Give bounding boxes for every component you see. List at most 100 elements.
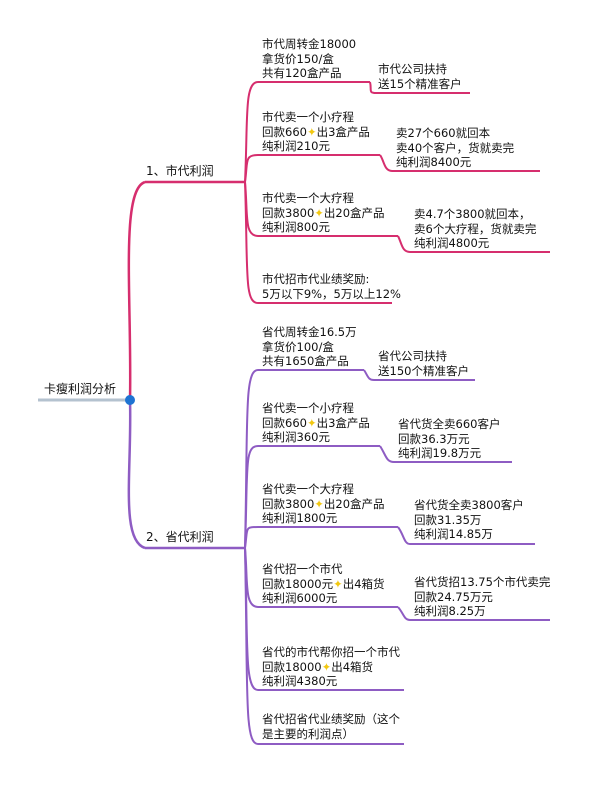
b2-node-5-line-2: 回款18000✦出4箱货	[262, 660, 400, 675]
b2-node-4-note-line-1: 省代货招13.75个市代卖完	[414, 575, 551, 589]
b2-c3-connector	[244, 526, 259, 549]
root-node-dot[interactable]	[125, 395, 135, 405]
b1-node-1-line-1: 市代周转金18000	[262, 37, 357, 51]
b2-node-4-amount: 回款18000元	[262, 576, 334, 591]
b2-node-3-note[interactable]: 省代货全卖3800客户 回款31.35万 纯利润14.85万	[414, 498, 524, 542]
b2-node-3-note-line-2: 回款31.35万	[414, 512, 482, 527]
b2-node-1-note-line-2: 送150个精准客户	[378, 363, 469, 378]
b1-node-2-note-line-2: 卖40个客户，货就卖完	[396, 140, 515, 155]
b2-node-4-note-line-3: 纯利润8.25万	[414, 604, 486, 618]
b2-node-4-line-3: 纯利润6000元	[262, 591, 338, 605]
b1-node-1[interactable]: 市代周转金18000 拿货价150/盒 共有120盒产品	[262, 37, 356, 81]
sparkle-icon: ✦	[306, 124, 317, 139]
b1-node-2-line-3: 纯利润210元	[262, 139, 330, 153]
b2-node-5-line-1: 省代的市代帮你招一个市代	[262, 645, 400, 659]
b2-c2-connector	[244, 445, 259, 549]
b1-node-1-note-line-2: 送15个精准客户	[378, 76, 462, 91]
b2-node-2-note-line-3: 纯利润19.8万元	[398, 446, 482, 460]
b2-node-1[interactable]: 省代周转金16.5万 拿货价100/盒 共有1650盒产品	[262, 325, 357, 369]
b2-node-1-note[interactable]: 省代公司扶持 送150个精准客户	[378, 349, 469, 378]
sparkle-icon: ✦	[321, 659, 332, 674]
b2-node-3-amount: 回款3800	[262, 496, 315, 511]
b1-node-3-line-2: 回款3800✦出20盒产品	[262, 206, 385, 221]
branch-1-connector	[127, 180, 146, 401]
sparkle-icon: ✦	[306, 415, 317, 430]
b2-node-2-line-2: 回款660✦出3盒产品	[262, 416, 370, 431]
b2-node-4-line-2: 回款18000元✦出4箱货	[262, 577, 385, 592]
b2-node-5-line-3: 纯利润4380元	[262, 674, 338, 688]
b1-node-3-note-line-1: 卖4.7个3800就回本，	[414, 207, 531, 221]
b2-node-4-note[interactable]: 省代货招13.75个市代卖完 回款24.75万元 纯利润8.25万	[414, 575, 550, 619]
b2-node-4-line-1: 省代招一个市代	[262, 562, 343, 576]
b1-node-1-line-2: 拿货价150/盒	[262, 51, 334, 66]
b2-node-2-note-line-2: 回款36.3万元	[398, 431, 470, 446]
b2-node-6-line-1: 省代招省代业绩奖励（这个	[262, 712, 400, 726]
b1-node-3[interactable]: 市代卖一个大疗程 回款3800✦出20盒产品 纯利润800元	[262, 191, 385, 235]
b2-node-5-output: 出4箱货	[331, 659, 374, 674]
b2-node-1-note-line-1: 省代公司扶持	[378, 349, 447, 363]
b2-c6-connector	[244, 547, 259, 745]
b1-node-3-line-3: 纯利润800元	[262, 220, 330, 234]
b1-node-1-note[interactable]: 市代公司扶持 送15个精准客户	[378, 62, 462, 91]
b2-node-4-note-line-2: 回款24.75万元	[414, 589, 493, 604]
b1-c3-note-connector	[397, 235, 411, 253]
b2-node-1-line-1: 省代周转金16.5万	[262, 325, 357, 339]
b1-node-4-line-1: 市代招市代业绩奖励:	[262, 272, 370, 286]
b1-node-1-note-line-1: 市代公司扶持	[378, 62, 447, 76]
b2-c4-note-connector	[397, 606, 411, 621]
sparkle-icon: ✦	[314, 496, 324, 511]
b2-c1-connector	[244, 369, 259, 549]
b1-node-3-line-1: 市代卖一个大疗程	[262, 191, 354, 205]
b1-c2-note-connector	[379, 154, 393, 172]
b2-node-6[interactable]: 省代招省代业绩奖励（这个 是主要的利润点）	[262, 712, 400, 741]
sparkle-icon: ✦	[314, 205, 324, 220]
b2-node-6-line-2: 是主要的利润点）	[262, 726, 354, 741]
b2-node-3[interactable]: 省代卖一个大疗程 回款3800✦出20盒产品 纯利润1800元	[262, 482, 385, 526]
b1-node-4[interactable]: 市代招市代业绩奖励: 5万以下9%，5万以上12%	[262, 272, 401, 301]
b1-node-1-line-3: 共有120盒产品	[262, 66, 342, 80]
b1-c2-connector	[244, 154, 259, 183]
b2-node-3-line-2: 回款3800✦出20盒产品	[262, 497, 385, 512]
b2-node-1-line-2: 拿货价100/盒	[262, 339, 334, 354]
b2-node-3-note-line-3: 纯利润14.85万	[414, 527, 493, 541]
b2-node-2-line-1: 省代卖一个小疗程	[262, 401, 354, 415]
b1-node-2-output: 出3盒产品	[316, 124, 370, 139]
b1-node-3-output: 出20盒产品	[323, 205, 385, 220]
b1-node-3-note-line-3: 纯利润4800元	[414, 236, 490, 250]
b1-node-2-amount: 回款660	[262, 124, 307, 139]
b2-node-3-note-line-1: 省代货全卖3800客户	[414, 498, 524, 512]
b2-c2-note-connector	[379, 445, 395, 463]
b2-node-3-output: 出20盒产品	[323, 496, 385, 511]
b1-c4-connector	[244, 181, 259, 304]
b1-node-3-note-line-2: 卖6个大疗程，货就卖完	[414, 221, 537, 236]
b2-node-5-amount: 回款18000	[262, 659, 322, 674]
branch-2-label[interactable]: 2、省代利润	[146, 530, 214, 544]
branch-1-label[interactable]: 1、市代利润	[146, 164, 214, 178]
sparkle-icon: ✦	[333, 576, 343, 591]
b2-node-2-output: 出3盒产品	[316, 415, 370, 430]
b1-node-3-note[interactable]: 卖4.7个3800就回本， 卖6个大疗程，货就卖完 纯利润4800元	[414, 207, 536, 251]
b1-node-3-amount: 回款3800	[262, 205, 315, 220]
b2-node-4-output: 出4箱货	[342, 576, 385, 591]
b1-node-2[interactable]: 市代卖一个小疗程 回款660✦出3盒产品 纯利润210元	[262, 110, 370, 154]
b1-c1-note-connector	[369, 81, 377, 94]
b2-node-5[interactable]: 省代的市代帮你招一个市代 回款18000✦出4箱货 纯利润4380元	[262, 645, 400, 689]
b2-node-2-note[interactable]: 省代货全卖660客户 回款36.3万元 纯利润19.8万元	[398, 417, 500, 461]
b2-node-3-line-3: 纯利润1800元	[262, 511, 338, 525]
b2-node-4[interactable]: 省代招一个市代 回款18000元✦出4箱货 纯利润6000元	[262, 562, 385, 606]
b1-node-2-line-1: 市代卖一个小疗程	[262, 110, 354, 124]
b2-node-3-line-1: 省代卖一个大疗程	[262, 482, 354, 496]
branch-2-connector	[127, 399, 146, 550]
b1-node-2-note[interactable]: 卖27个660就回本 卖40个客户，货就卖完 纯利润8400元	[396, 126, 514, 170]
b2-node-2-line-3: 纯利润360元	[262, 430, 330, 444]
b1-node-2-line-2: 回款660✦出3盒产品	[262, 125, 370, 140]
b2-c1-note-connector	[363, 369, 375, 381]
b1-c1-connector	[244, 81, 259, 183]
b2-node-2[interactable]: 省代卖一个小疗程 回款660✦出3盒产品 纯利润360元	[262, 401, 370, 445]
b1-node-4-line-2: 5万以下9%，5万以上12%	[262, 286, 401, 301]
root-topic[interactable]: 卡瘦利润分析	[44, 382, 117, 396]
b2-node-2-amount: 回款660	[262, 415, 307, 430]
b2-node-1-line-3: 共有1650盒产品	[262, 354, 349, 368]
b2-node-2-note-line-1: 省代货全卖660客户	[398, 417, 501, 431]
